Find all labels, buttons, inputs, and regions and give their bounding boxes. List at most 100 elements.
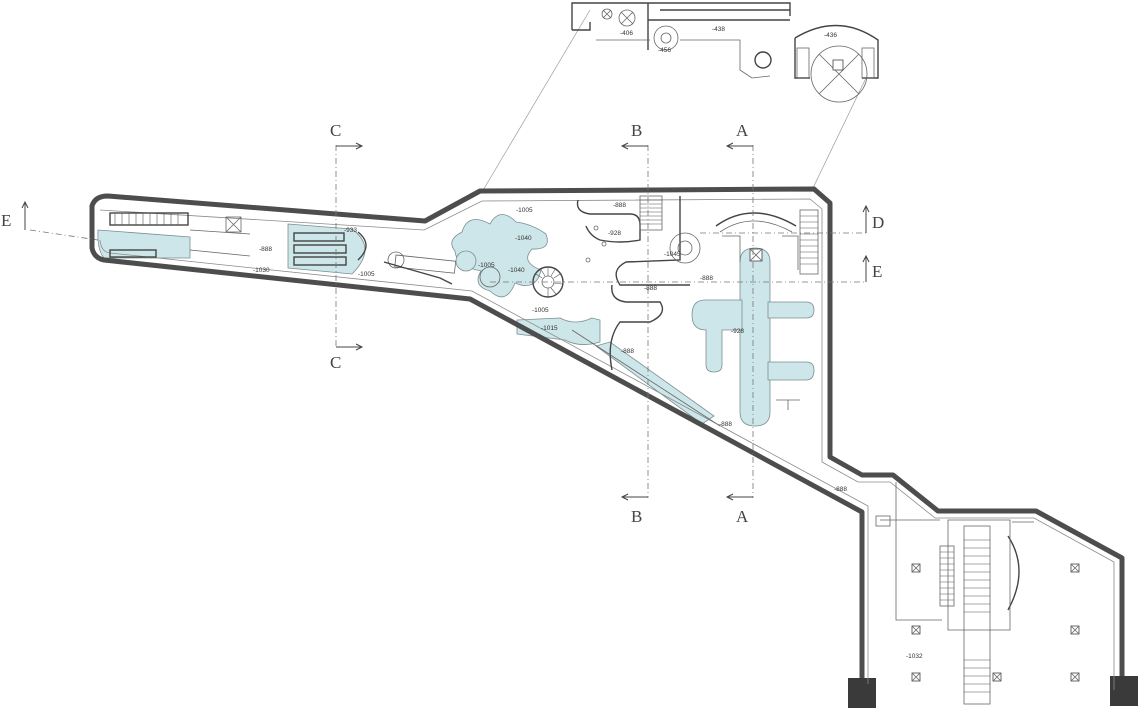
escalator-left-steps [940,551,954,601]
elevation-label: -888 [621,348,634,355]
arrow-left-icon [725,493,753,501]
section-label: D [872,213,884,232]
lower-hall [875,482,1080,705]
section-label: B [631,121,642,140]
inset-circle-x-mark [602,9,612,19]
lift-x [749,248,763,262]
water-cross-lower-arm [767,361,815,381]
section-label: A [736,121,749,140]
inset-elevation: -456 [658,47,671,54]
elevation-label: -888 [644,285,657,292]
outer-wall-north [89,186,1125,693]
elevation-label: -1045 [664,251,681,258]
section-label: A [736,507,749,526]
wall-footing-left [848,678,876,708]
section-label: E [1,211,11,230]
water-strip-west [97,229,191,259]
inner-wall-line-south [99,239,869,684]
small-dots [585,225,607,263]
arrow-left-icon [620,493,648,501]
diagonal-rail [571,329,721,427]
escalator-main [963,525,991,705]
section-label: C [330,121,341,140]
arc-canopy-inner [719,220,793,233]
arrow-left-icon [620,142,648,150]
inset-stair-2 [861,47,875,79]
stair-east-hatch [800,215,818,265]
kiosk [225,216,242,233]
water-cross-vertical [739,247,771,427]
small-rail [776,399,800,410]
round-platform-2-core [677,240,693,256]
inset-detail: -406 -456 -438 -436 [571,2,879,103]
inset-circle-x-icon-2 [618,9,636,27]
kiosk-x [225,216,242,233]
hall-inner-frame [947,519,1011,631]
inset-elevation: -436 [824,32,837,39]
inset-outline [571,2,791,50]
inset-stair [796,47,810,79]
inset-circle-x-icon [601,8,613,20]
section-label: E [872,262,882,281]
inset-round-room-x [818,53,860,95]
arrow-up-icon [21,200,29,230]
round-platform-2 [669,232,701,264]
arrow-up-icon [862,204,870,233]
stair-north [639,195,663,231]
inset-elevation: -438 [712,26,725,33]
water-pool-round [455,250,477,272]
elevation-label: -1005 [516,207,533,214]
escalator-main-steps [964,539,990,693]
seating-row [293,232,345,242]
seating-row-3 [293,256,347,266]
curved-glass-wall [1007,535,1020,611]
ramp-rail [383,261,453,285]
inset-platform-circle [653,25,679,51]
arc-canopy [715,212,797,227]
elevation-label: -1015 [541,325,558,332]
inset-platform-core [660,32,672,44]
curved-stair-wall [722,235,799,270]
elevation-label: -1005 [532,307,549,314]
inset-elevation: -406 [620,30,633,37]
elevation-label: -1040 [515,235,532,242]
elevation-labels: -888 -1030 -933 -1005 -1005 -1040 -1040 … [253,202,923,660]
water-cross-left-arm [691,299,743,373]
bench [109,249,157,258]
section-line-e-west [29,229,99,241]
elevation-label: -1040 [508,267,525,274]
outer-wall-south [89,203,865,685]
spiral-stair-hatch [535,267,563,297]
arrow-up-icon [862,254,870,282]
inset-wall-bottom [596,39,771,79]
platform-circle [387,251,405,269]
stair-north-hatch [640,199,662,225]
elevation-label: -1030 [253,267,270,274]
elevation-label: -888 [700,275,713,282]
stair-bench [875,515,891,527]
seating-row-2 [293,244,347,254]
section-label: C [330,353,341,372]
elevation-label: -888 [613,202,626,209]
water-strip-wave [516,317,601,345]
stair-east [799,209,819,275]
elevation-label: -1032 [906,653,923,660]
ramp [394,254,457,274]
water-diagonal-channel [595,341,715,425]
inset-circle-x-mark-2 [620,11,634,25]
inset-guide-left [481,9,591,193]
elevation-label: -933 [344,227,357,234]
inset-round-room [810,45,868,103]
inner-wall-line [99,198,1115,690]
west-arm-details [109,212,457,285]
section-label: B [631,507,642,526]
inset-spiral-icon [754,51,772,69]
column-x-marks [911,563,1080,682]
core-wall [615,196,690,286]
arrow-right-icon [336,142,364,150]
elevation-label: -888 [719,421,732,428]
wall-footing-right [1110,676,1138,706]
round-platform [479,266,501,288]
arrow-right-icon [336,343,364,351]
